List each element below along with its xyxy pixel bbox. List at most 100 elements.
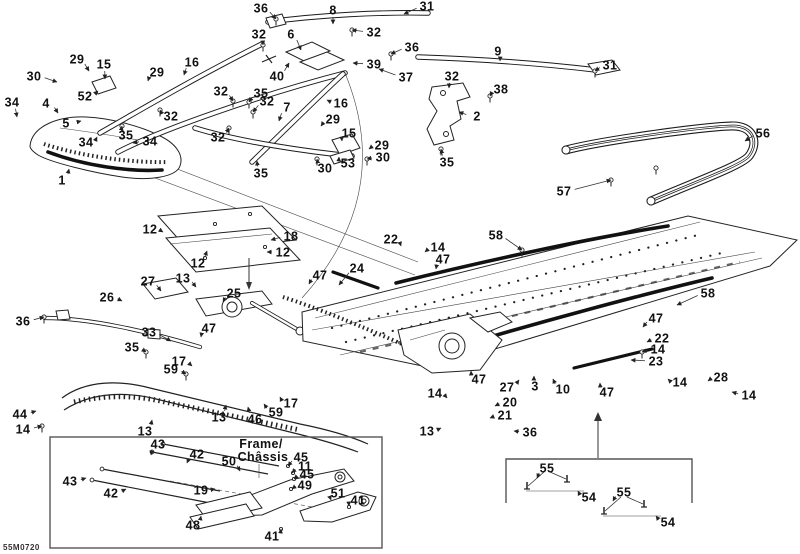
leader-14: [641, 348, 648, 353]
leader-1: [65, 168, 71, 175]
leader-7: [278, 112, 283, 122]
callout-30: 30: [318, 162, 333, 176]
callout-9: 9: [494, 45, 501, 59]
callout-47: 47: [313, 269, 328, 283]
leader-55: [536, 472, 541, 479]
callout-29: 29: [70, 53, 85, 67]
up-arrow: [594, 412, 602, 421]
callout-37: 37: [399, 71, 414, 85]
leader-44: [30, 410, 37, 415]
leader-36: [390, 48, 402, 55]
down-arrow: [246, 282, 252, 290]
callout-15: 15: [97, 58, 112, 72]
callout-51: 51: [331, 487, 346, 501]
callout-54: 54: [582, 491, 597, 505]
leader-18: [270, 236, 281, 242]
leader-6: [296, 39, 302, 51]
callout-22: 22: [655, 332, 670, 346]
callout-32: 32: [211, 131, 226, 145]
callout-10: 10: [556, 383, 571, 397]
leader-29: [320, 121, 326, 127]
callout-47: 47: [202, 322, 217, 336]
leader-14: [667, 378, 673, 384]
leader-5: [76, 119, 82, 125]
callout-38: 38: [494, 83, 509, 97]
leader-4: [53, 107, 59, 114]
leader-17: [187, 361, 193, 367]
leader-27: [156, 285, 162, 292]
wear-strip-58-upper: [394, 224, 670, 285]
callout-14: 14: [428, 387, 443, 401]
leader-30: [44, 77, 58, 83]
leader-22: [397, 241, 402, 247]
rear-arm-right: [299, 491, 377, 523]
bracket-15-left: [91, 75, 117, 95]
leader-10: [552, 378, 557, 385]
callout-47: 47: [649, 312, 664, 326]
callout-7: 7: [283, 101, 290, 115]
plate-6b: [298, 51, 346, 71]
leader-23: [630, 357, 646, 363]
callout-42: 42: [104, 487, 119, 501]
callout-12: 12: [191, 257, 206, 271]
leader-11: [291, 468, 297, 474]
callout-48: 48: [186, 519, 201, 533]
leader-24: [338, 272, 350, 286]
callout-13: 13: [420, 425, 435, 439]
heat-shield-plates: [156, 205, 302, 273]
misc-arrows: [246, 258, 252, 290]
leader-28: [707, 376, 713, 382]
leader-31: [403, 7, 417, 15]
callout-20: 20: [503, 396, 518, 410]
leader-54: [577, 490, 583, 497]
leader-43: [80, 477, 87, 482]
callout-1: 1: [58, 174, 65, 188]
callout-58: 58: [489, 229, 504, 243]
callout-14: 14: [742, 389, 757, 403]
callout-25: 25: [227, 287, 242, 301]
callout-16: 16: [334, 97, 349, 111]
leader-59: [180, 369, 187, 375]
callout-35: 35: [119, 129, 134, 143]
leader-13: [435, 427, 442, 433]
callout-47: 47: [472, 373, 487, 387]
callout-17: 17: [284, 397, 299, 411]
callout-42: 42: [190, 448, 205, 462]
leader-26: [116, 296, 123, 302]
inset-frame-label-line2: Châssis: [238, 450, 289, 464]
leader-34: [92, 136, 98, 143]
callout-59: 59: [269, 406, 284, 420]
leader-58: [676, 295, 698, 306]
callout-34: 34: [79, 136, 94, 150]
callout-21: 21: [498, 409, 513, 423]
leader-58: [505, 238, 523, 251]
leader-12: [203, 250, 208, 258]
leader-29: [146, 76, 152, 82]
leader-37: [378, 68, 396, 76]
callout-4: 4: [42, 97, 49, 111]
leader-19: [210, 487, 216, 493]
callout-6: 6: [287, 28, 294, 42]
leader-lines: [13, 7, 754, 534]
leader-48: [197, 515, 203, 521]
leader-13: [191, 281, 197, 288]
leader-56: [744, 135, 754, 142]
callout-54: 54: [661, 516, 676, 530]
leader-38: [489, 90, 495, 97]
callout-30: 30: [27, 70, 42, 84]
callout-39: 39: [367, 58, 382, 72]
leader-22: [646, 337, 653, 343]
leader-17: [279, 396, 285, 403]
callout-34: 34: [5, 96, 20, 110]
callout-47: 47: [600, 386, 615, 400]
strip-23: [572, 347, 654, 370]
leader-27: [514, 379, 520, 385]
leader-20: [494, 401, 501, 407]
leader-31: [594, 66, 601, 72]
rear-bumper-part: [561, 121, 759, 206]
callout-14: 14: [16, 423, 31, 437]
callout-56: 56: [756, 127, 771, 141]
callout-50: 50: [222, 455, 237, 469]
